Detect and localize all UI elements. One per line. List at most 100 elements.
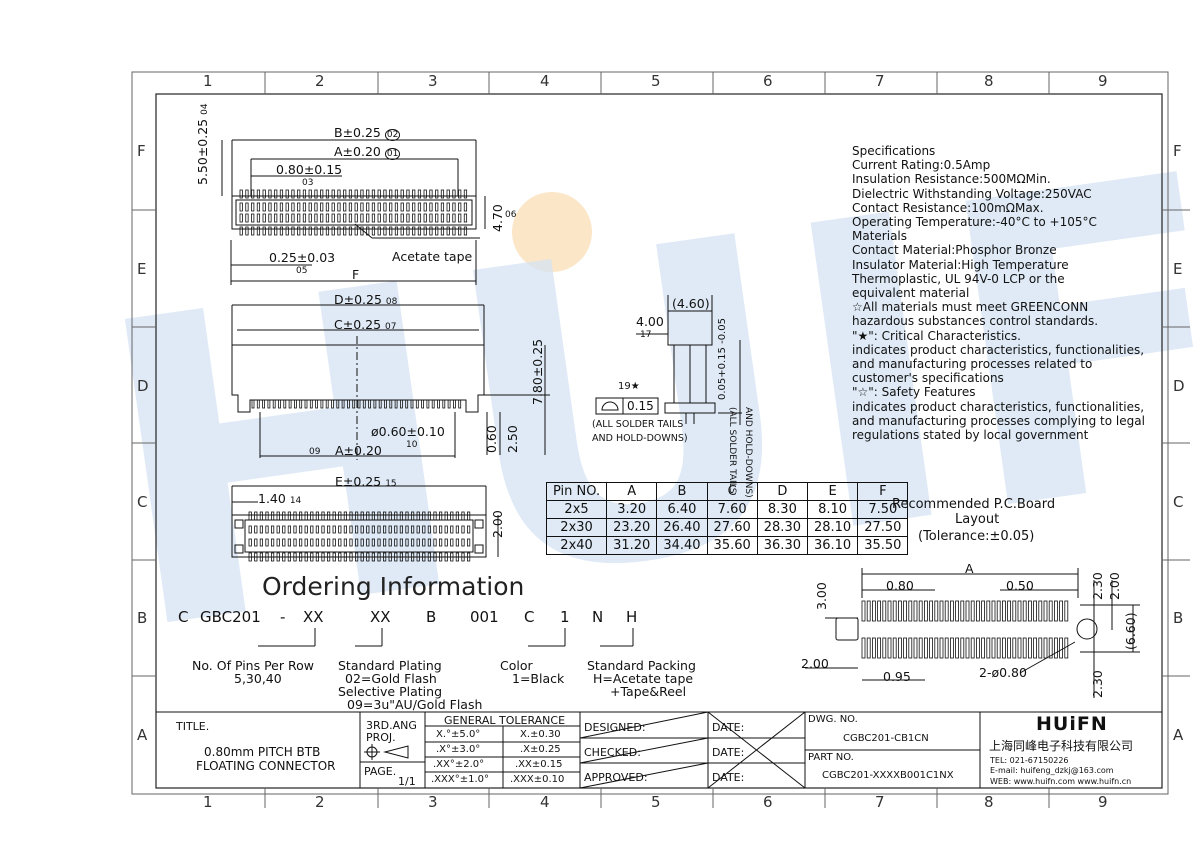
spec-line: "☆": Safety Features [852, 385, 976, 400]
pcb-pad [861, 600, 866, 622]
contact [366, 525, 370, 534]
contact [338, 538, 342, 547]
pcb-pad [877, 637, 881, 659]
contact [320, 202, 324, 212]
col-label-5: 5 [651, 72, 661, 90]
contact [262, 202, 266, 212]
table-cell: 27.60 [706, 518, 758, 537]
spec-line: customer's specifications [852, 371, 1004, 386]
tol-linear-3: .XXX±0.10 [510, 774, 565, 785]
solder-tail [302, 226, 307, 236]
contact-tooth [373, 399, 377, 409]
contact [308, 202, 312, 212]
solder-tail [274, 189, 278, 199]
plating-option-1: 02=Gold Flash [345, 671, 437, 686]
solder-tail [297, 189, 301, 199]
pcb-pad [981, 600, 985, 622]
contact [270, 538, 275, 547]
contact [291, 213, 295, 223]
pcb-layout [805, 568, 1140, 698]
tol-angle-1: .X°±3.0° [436, 744, 481, 755]
order-code-pins: XX [303, 608, 324, 626]
company-logo: HUiFN [1036, 713, 1108, 735]
spec-line: Current Rating:0.5Amp [852, 158, 991, 173]
solder-tail [354, 226, 358, 236]
contact [389, 213, 393, 223]
spec-line: regulations stated by local government [852, 428, 1089, 443]
solder-tail [410, 552, 415, 562]
contact [450, 538, 454, 547]
contact [274, 202, 278, 212]
solder-tail [450, 511, 454, 521]
solder-tail [302, 189, 307, 199]
solder-tail [377, 226, 381, 236]
pcb-pad [1028, 600, 1032, 622]
spec-line: Specifications [852, 144, 936, 158]
contact [466, 525, 471, 534]
pcb-pad [882, 637, 887, 659]
solder-tail [285, 226, 289, 236]
plating-option-3: 09=3u"AU/Gold Flash [347, 697, 483, 712]
solder-tail [270, 552, 275, 562]
solder-tail [388, 511, 392, 521]
side-note-1: (ALL SOLDER TAILS [727, 407, 737, 494]
contact [400, 213, 404, 223]
solder-tail [412, 189, 416, 199]
pcb-pad [1059, 637, 1063, 659]
contact [239, 213, 243, 223]
order-code-001: 001 [470, 608, 499, 626]
contact [417, 213, 422, 223]
contact [427, 538, 432, 547]
solder-tail [298, 511, 303, 521]
contact-tooth [368, 399, 372, 409]
solder-tail [282, 511, 286, 521]
solder-tail [422, 552, 426, 562]
table-cell: 7.60 [706, 500, 758, 519]
solder-tail [321, 511, 325, 521]
pcb-dim-hole: 2-ø0.80 [979, 665, 1027, 680]
contact-tooth [394, 399, 398, 409]
solder-tail [343, 189, 347, 199]
contact [256, 213, 261, 223]
solder-tail [262, 189, 266, 199]
contact [287, 538, 292, 547]
pcb-pad [950, 637, 954, 659]
side-view [595, 295, 742, 425]
pcb-pad [1038, 637, 1043, 659]
solder-tail [279, 226, 284, 236]
solder-tail [394, 511, 398, 521]
solder-tail [343, 226, 347, 236]
pcb-dim-h4: 2.30 [1090, 670, 1105, 698]
table-row: 2x40 31.20 34.40 35.60 36.30 36.10 35.50 [545, 536, 909, 555]
solder-tail [291, 226, 295, 236]
solder-tail [463, 189, 468, 199]
contact [450, 525, 454, 534]
pcb-pad [924, 637, 928, 659]
solder-tail [400, 226, 404, 236]
contact [455, 525, 460, 534]
pcb-pad [986, 600, 991, 622]
table-cell: 31.20 [606, 536, 658, 555]
solder-tail [293, 511, 297, 521]
contact [444, 538, 448, 547]
contact [325, 202, 330, 212]
pcb-pad [934, 600, 939, 622]
contact [265, 538, 269, 547]
spec-line: "★": Critical Characteristics. [852, 328, 1021, 343]
pcb-pad [929, 637, 933, 659]
contact [337, 213, 341, 223]
contact [279, 213, 284, 223]
pcb-pad [1002, 637, 1006, 659]
contact-tooth [341, 399, 345, 409]
solder-tail [332, 511, 336, 521]
company-email: E-mail: huifeng_dzkj@163.com [990, 766, 1114, 775]
contact [435, 202, 439, 212]
order-code-series: GBC201 [200, 608, 261, 626]
contact [458, 213, 462, 223]
contact [304, 538, 308, 547]
solder-tail [371, 189, 376, 199]
solder-tail [321, 552, 325, 562]
pcb-pad [1054, 600, 1058, 622]
contact [298, 525, 303, 534]
solder-tail [423, 189, 427, 199]
